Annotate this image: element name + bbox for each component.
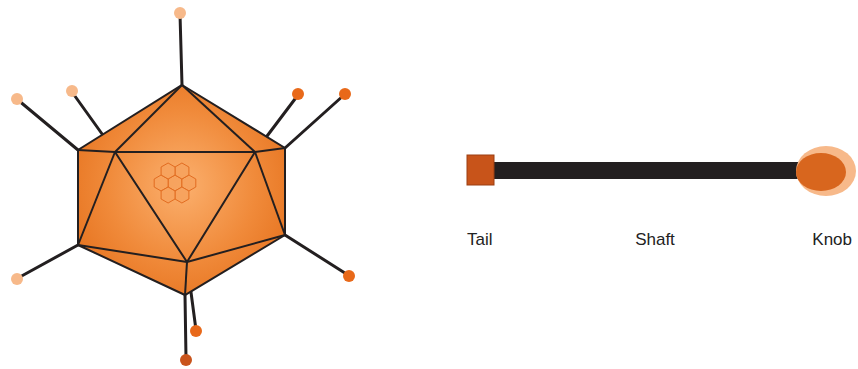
capsid-fibres (18, 14, 348, 358)
part-label: Knob (812, 230, 852, 250)
capsid-edges (78, 85, 285, 295)
fibre-diagram (467, 146, 856, 196)
part-label: Tail (467, 230, 493, 250)
capsid (78, 85, 285, 295)
part-label: Shaft (635, 230, 675, 250)
fibre-knobs (11, 7, 355, 366)
hexon-pattern (154, 163, 196, 203)
